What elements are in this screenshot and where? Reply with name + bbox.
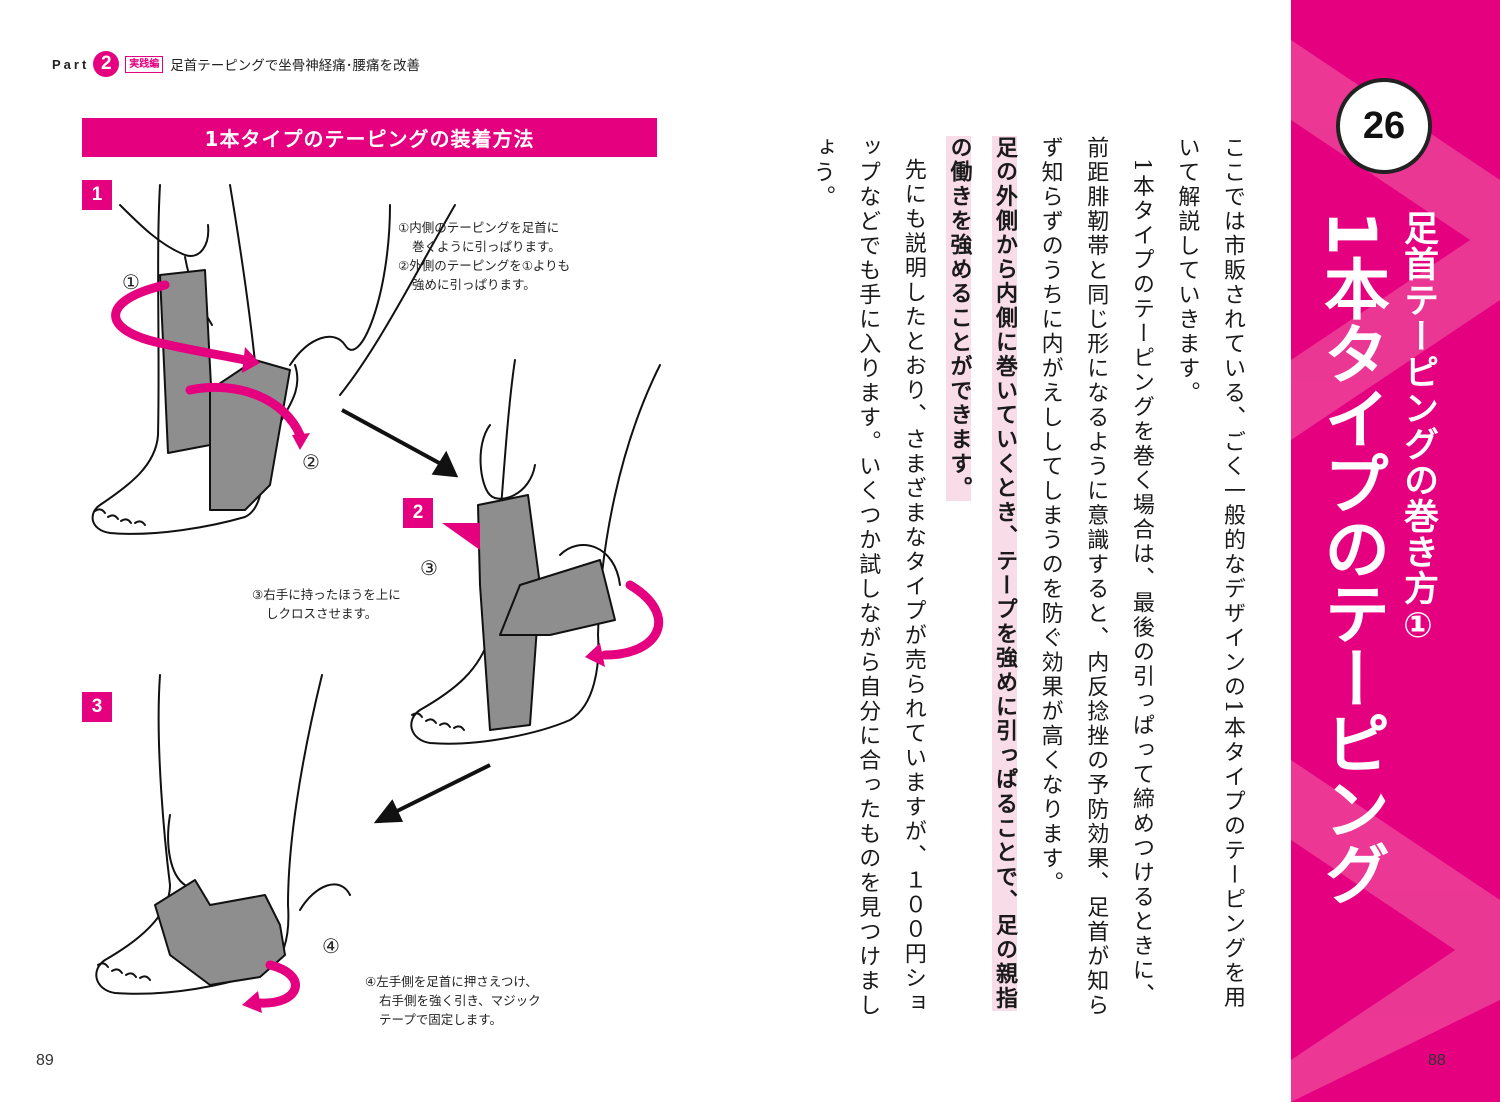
caption-line: 強めに引っぱります。 bbox=[412, 277, 536, 292]
caption-line: テープで固定します。 bbox=[379, 1012, 503, 1027]
marker-2: ② bbox=[302, 450, 320, 474]
caption-line: 右手側を強く引き、マジック bbox=[379, 993, 541, 1008]
caption-line: ③右手に持ったほうを上に bbox=[252, 587, 401, 602]
chapter-title: 1本タイプのテーピング bbox=[1313, 210, 1390, 905]
step-badge-3: 3 bbox=[82, 692, 112, 722]
part-number-badge: 2 bbox=[93, 51, 120, 77]
taping-illustration bbox=[91, 184, 664, 1013]
page-number-right: 88 bbox=[1428, 1052, 1446, 1069]
page-number-left: 89 bbox=[36, 1052, 54, 1069]
step-badge-2: 2 bbox=[403, 498, 433, 528]
body-paragraph-4: 先にも説明したとおり、さまざまなタイプが売られていますが、１００円ショップなどで… bbox=[809, 136, 926, 1018]
part-label: Part bbox=[52, 56, 90, 72]
caption-line: しクロスさせます。 bbox=[266, 606, 378, 621]
chapter-number: 26 bbox=[1336, 78, 1432, 174]
section-tag: 実践編 bbox=[125, 55, 164, 73]
step3-caption: ④左手側を足首に押さえつけ、 右手側を強く引き、マジック テープで固定します。 bbox=[365, 972, 541, 1029]
marker-1: ① bbox=[122, 270, 140, 294]
part-title: 足首テーピングで坐骨神経痛･腰痛を改善 bbox=[170, 58, 421, 74]
body-text: ここでは市販されている、ごく一般的なデザインの1本タイプのテーピングを用いて解説… bbox=[810, 136, 1255, 1031]
step3-leg-drawing bbox=[95, 674, 351, 995]
caption-line: ②外側のテーピングを①よりも bbox=[398, 258, 571, 273]
body-emphasis: 足の外側から内側に巻いていくとき、テープを強めに引っぱることで、足の親指の働きを… bbox=[946, 136, 1018, 1011]
caption-line: ④左手側を足首に押さえつけ、 bbox=[365, 974, 538, 989]
running-header: Part 2 実践編 足首テーピングで坐骨神経痛･腰痛を改善 bbox=[52, 50, 420, 78]
chapter-subtitle: 足首テーピングの巻き方① bbox=[1398, 210, 1438, 647]
caption-line: 巻くように引っぱります。 bbox=[412, 239, 561, 254]
step1-caption: ①内側のテーピングを足首に 巻くように引っぱります。 ②外側のテーピングを①より… bbox=[398, 218, 570, 294]
step-badge-1: 1 bbox=[82, 180, 112, 210]
marker-3: ③ bbox=[420, 556, 438, 580]
step2-caption: ③右手に持ったほうを上に しクロスさせます。 bbox=[252, 585, 401, 623]
caption-line: ①内側のテーピングを足首に bbox=[398, 220, 560, 235]
chapter-title-panel bbox=[1291, 0, 1500, 1102]
body-paragraph-1: ここでは市販されている、ごく一般的なデザインの1本タイプのテーピングを用いて解説… bbox=[1174, 136, 1245, 1010]
section-title-bar: 1本タイプのテーピングの装着方法 bbox=[82, 118, 657, 157]
body-paragraph-2: 1本タイプのテーピングを巻く場合は、最後の引っぱって締めつけるときに、前距腓靭帯… bbox=[1037, 136, 1154, 1018]
marker-4: ④ bbox=[322, 934, 340, 958]
